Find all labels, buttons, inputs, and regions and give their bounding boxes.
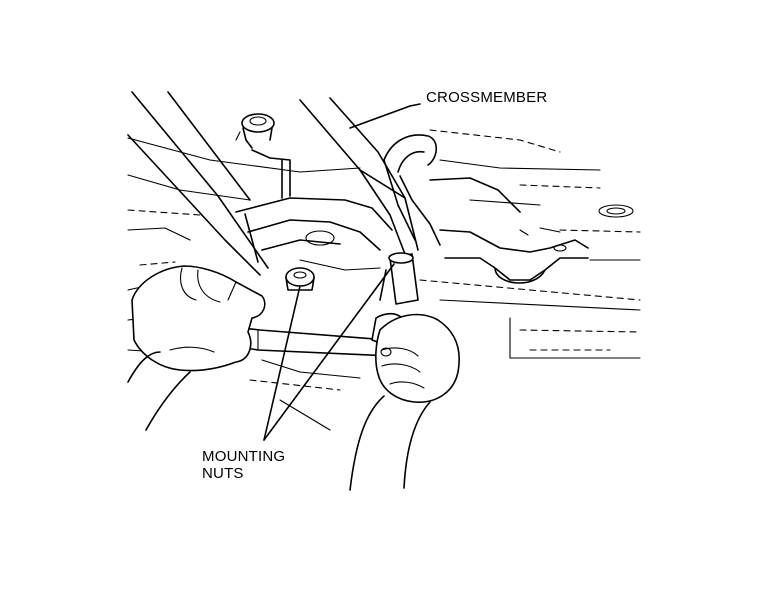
mounting-nut-leader-left bbox=[263, 285, 301, 441]
left-hand bbox=[127, 265, 266, 431]
mounting-nuts-label-line1: MOUNTING bbox=[202, 448, 286, 465]
upper-fitting bbox=[235, 113, 291, 199]
mounting-nut-leader-right bbox=[263, 263, 395, 441]
mounting-nuts-label-line2: NUTS bbox=[202, 465, 244, 482]
lower-structure bbox=[249, 359, 361, 431]
mount-bracket bbox=[235, 197, 393, 271]
crossmember-label: CROSSMEMBER bbox=[426, 89, 548, 106]
mounting-nuts-label: MOUNTING NUTS bbox=[202, 448, 285, 482]
crossmember-leader bbox=[349, 103, 421, 129]
right-hand bbox=[349, 313, 460, 491]
frame-rail-left bbox=[127, 91, 269, 276]
right-bracket bbox=[383, 134, 589, 284]
socket-extension bbox=[379, 252, 419, 305]
crossmember-beam bbox=[299, 97, 419, 263]
leader-lines bbox=[263, 103, 421, 441]
